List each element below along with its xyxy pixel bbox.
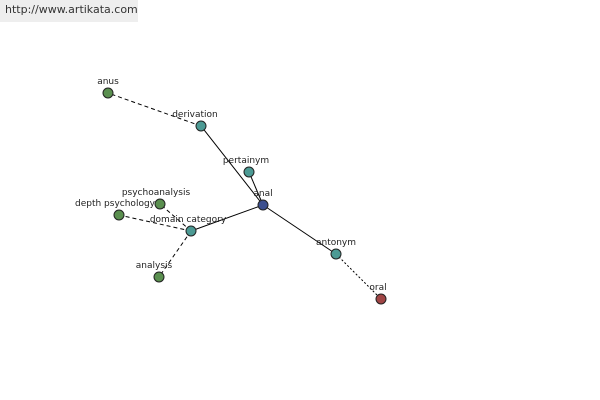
node-label-oral: oral [369, 283, 386, 293]
node-circle-depth-psychology[interactable] [113, 209, 125, 221]
node-analysis[interactable]: analysis [136, 261, 173, 283]
node-label-domain-category: domain category [150, 215, 227, 225]
node-circle-anus[interactable] [102, 87, 114, 99]
node-depth-psychology[interactable]: depth psychology [75, 199, 156, 221]
node-label-depth-psychology: depth psychology [75, 199, 156, 209]
node-circle-analysis[interactable] [153, 271, 165, 283]
edge-domain-category-to-depth-psychology [118, 214, 192, 232]
node-antonym[interactable]: antonym [316, 238, 356, 260]
edge-antonym-to-oral [335, 253, 382, 300]
node-label-anus: anus [97, 77, 119, 87]
node-circle-pertainym[interactable] [243, 166, 255, 178]
node-oral[interactable]: oral [369, 283, 387, 305]
node-anus[interactable]: anus [97, 77, 119, 99]
node-circle-derivation[interactable] [195, 120, 207, 132]
node-label-anal: anal [253, 189, 272, 199]
edges-layer [107, 92, 382, 300]
edge-domain-category-to-analysis [158, 230, 192, 278]
edge-anal-to-derivation [200, 125, 264, 206]
node-circle-antonym[interactable] [330, 248, 342, 260]
node-domain-category[interactable]: domain category [150, 215, 227, 237]
node-circle-oral[interactable] [375, 293, 387, 305]
edge-derivation-to-anus [107, 92, 202, 127]
node-label-derivation: derivation [172, 110, 218, 120]
edge-anal-to-pertainym [248, 171, 264, 206]
node-circle-domain-category[interactable] [185, 225, 197, 237]
nodes-layer: anal derivation pertainym domain category an… [75, 77, 387, 305]
node-psychoanalysis[interactable]: psychoanalysis [122, 188, 191, 210]
node-label-psychoanalysis: psychoanalysis [122, 188, 191, 198]
edge-anal-to-antonym [262, 204, 337, 255]
watermark-url[interactable]: http://www.artikata.com [0, 0, 138, 22]
node-anal[interactable]: anal [253, 189, 273, 211]
edge-anal-to-domain-category [190, 204, 264, 232]
node-label-analysis: analysis [136, 261, 173, 271]
node-label-antonym: antonym [316, 238, 356, 248]
node-circle-anal[interactable] [257, 199, 269, 211]
node-circle-psychoanalysis[interactable] [154, 198, 166, 210]
node-derivation[interactable]: derivation [172, 110, 218, 132]
node-label-pertainym: pertainym [223, 156, 269, 166]
node-pertainym[interactable]: pertainym [223, 156, 269, 178]
